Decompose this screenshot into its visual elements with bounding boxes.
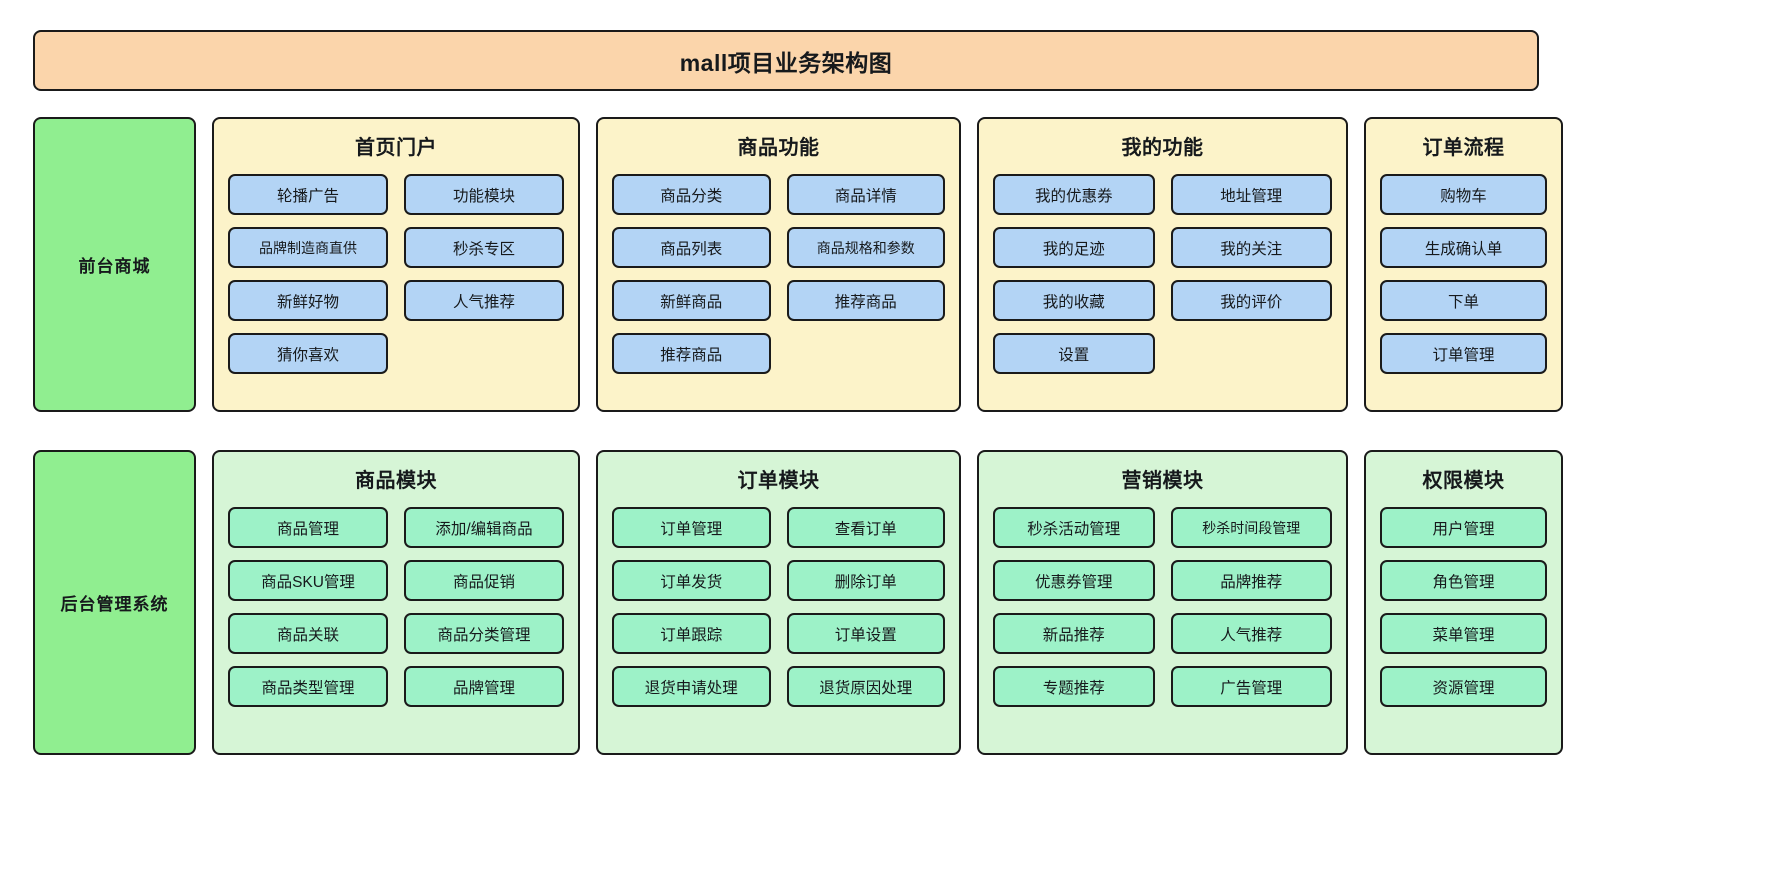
- group-product-features: 商品功能 商品分类 商品详情 商品列表 商品规格和参数 新鲜商品 推荐商品 推荐…: [596, 117, 961, 412]
- item-box[interactable]: 订单管理: [612, 507, 771, 548]
- item-box[interactable]: 商品促销: [404, 560, 564, 601]
- item-box[interactable]: 广告管理: [1170, 666, 1332, 707]
- group-title-order-module: 订单模块: [737, 470, 820, 492]
- item-box[interactable]: 添加/编辑商品: [404, 507, 564, 548]
- item-box[interactable]: 轮播广告: [228, 174, 388, 215]
- group-items-marketing-module: 秒杀活动管理 秒杀时间段管理 优惠券管理 品牌推荐 新品推荐 人气推荐 专题推荐…: [993, 507, 1332, 707]
- item-box[interactable]: 下单: [1380, 280, 1547, 321]
- item-box[interactable]: 我的关注: [1170, 227, 1332, 268]
- item-box[interactable]: 我的收藏: [993, 280, 1155, 321]
- item-box[interactable]: 品牌制造商直供: [228, 227, 388, 268]
- tier-label-frontend: 前台商城: [33, 117, 196, 412]
- item-box[interactable]: 退货原因处理: [786, 666, 945, 707]
- group-items-home-portal: 轮播广告 功能模块 品牌制造商直供 秒杀专区 新鲜好物 人气推荐 猜你喜欢: [228, 174, 564, 374]
- item-box[interactable]: 我的优惠券: [993, 174, 1155, 215]
- item-box[interactable]: 角色管理: [1380, 560, 1547, 601]
- item-box[interactable]: 专题推荐: [993, 666, 1155, 707]
- item-box[interactable]: 猜你喜欢: [228, 333, 388, 374]
- group-title-marketing-module: 营销模块: [1121, 470, 1204, 492]
- group-title-product-features: 商品功能: [737, 137, 820, 159]
- item-box[interactable]: 订单跟踪: [612, 613, 771, 654]
- group-items-product-features: 商品分类 商品详情 商品列表 商品规格和参数 新鲜商品 推荐商品 推荐商品: [612, 174, 945, 374]
- group-permission-module: 权限模块 用户管理 角色管理 菜单管理 资源管理: [1364, 450, 1563, 755]
- group-items-my-features: 我的优惠券 地址管理 我的足迹 我的关注 我的收藏 我的评价 设置: [993, 174, 1332, 374]
- item-box[interactable]: 商品规格和参数: [786, 227, 945, 268]
- item-box[interactable]: 我的评价: [1170, 280, 1332, 321]
- group-marketing-module: 营销模块 秒杀活动管理 秒杀时间段管理 优惠券管理 品牌推荐 新品推荐 人气推荐…: [977, 450, 1348, 755]
- item-box[interactable]: 生成确认单: [1380, 227, 1547, 268]
- item-box[interactable]: 推荐商品: [612, 333, 771, 374]
- group-title-order-flow: 订单流程: [1422, 137, 1505, 159]
- item-box[interactable]: 功能模块: [404, 174, 564, 215]
- item-box[interactable]: 品牌管理: [404, 666, 564, 707]
- group-order-flow: 订单流程 购物车 生成确认单 下单 订单管理: [1364, 117, 1563, 412]
- group-title-my-features: 我的功能: [1121, 137, 1204, 159]
- item-box[interactable]: 菜单管理: [1380, 613, 1547, 654]
- group-items-order-flow: 购物车 生成确认单 下单 订单管理: [1380, 174, 1547, 374]
- group-order-module: 订单模块 订单管理 查看订单 订单发货 删除订单 订单跟踪 订单设置 退货申请处…: [596, 450, 961, 755]
- group-items-product-module: 商品管理 添加/编辑商品 商品SKU管理 商品促销 商品关联 商品分类管理 商品…: [228, 507, 564, 707]
- item-box[interactable]: 资源管理: [1380, 666, 1547, 707]
- item-box[interactable]: 秒杀活动管理: [993, 507, 1155, 548]
- group-items-order-module: 订单管理 查看订单 订单发货 删除订单 订单跟踪 订单设置 退货申请处理 退货原…: [612, 507, 945, 707]
- tier-row-admin: 后台管理系统 商品模块 商品管理 添加/编辑商品 商品SKU管理 商品促销 商品…: [33, 450, 1563, 755]
- item-box[interactable]: 购物车: [1380, 174, 1547, 215]
- group-title-product-module: 商品模块: [355, 470, 437, 492]
- item-box[interactable]: 设置: [993, 333, 1155, 374]
- item-box[interactable]: 秒杀专区: [404, 227, 564, 268]
- item-box[interactable]: 品牌推荐: [1170, 560, 1332, 601]
- item-box[interactable]: 删除订单: [786, 560, 945, 601]
- group-product-module: 商品模块 商品管理 添加/编辑商品 商品SKU管理 商品促销 商品关联 商品分类…: [212, 450, 580, 755]
- item-box[interactable]: 商品分类管理: [404, 613, 564, 654]
- group-title-permission-module: 权限模块: [1422, 470, 1505, 492]
- item-box[interactable]: 退货申请处理: [612, 666, 771, 707]
- item-box[interactable]: 推荐商品: [786, 280, 945, 321]
- group-items-permission-module: 用户管理 角色管理 菜单管理 资源管理: [1380, 507, 1547, 707]
- item-box[interactable]: 查看订单: [786, 507, 945, 548]
- tier-row-frontend: 前台商城 首页门户 轮播广告 功能模块 品牌制造商直供 秒杀专区 新鲜好物 人气…: [33, 117, 1563, 412]
- group-title-home-portal: 首页门户: [355, 137, 437, 159]
- item-box[interactable]: 优惠券管理: [993, 560, 1155, 601]
- item-box[interactable]: 商品详情: [786, 174, 945, 215]
- item-box[interactable]: 商品类型管理: [228, 666, 388, 707]
- item-box[interactable]: 秒杀时间段管理: [1170, 507, 1332, 548]
- item-box[interactable]: 订单发货: [612, 560, 771, 601]
- item-box[interactable]: 新品推荐: [993, 613, 1155, 654]
- item-box[interactable]: 商品列表: [612, 227, 771, 268]
- diagram-title: mall项目业务架构图: [33, 30, 1539, 91]
- item-box[interactable]: 我的足迹: [993, 227, 1155, 268]
- item-box[interactable]: 商品SKU管理: [228, 560, 388, 601]
- item-box[interactable]: 人气推荐: [404, 280, 564, 321]
- item-box[interactable]: 订单设置: [786, 613, 945, 654]
- item-box[interactable]: 商品管理: [228, 507, 388, 548]
- item-box[interactable]: 商品分类: [612, 174, 771, 215]
- item-box[interactable]: 商品关联: [228, 613, 388, 654]
- tier-label-admin: 后台管理系统: [33, 450, 196, 755]
- group-my-features: 我的功能 我的优惠券 地址管理 我的足迹 我的关注 我的收藏 我的评价 设置: [977, 117, 1348, 412]
- item-box[interactable]: 新鲜商品: [612, 280, 771, 321]
- item-box[interactable]: 人气推荐: [1170, 613, 1332, 654]
- item-box[interactable]: 用户管理: [1380, 507, 1547, 548]
- group-home-portal: 首页门户 轮播广告 功能模块 品牌制造商直供 秒杀专区 新鲜好物 人气推荐 猜你…: [212, 117, 580, 412]
- item-box[interactable]: 订单管理: [1380, 333, 1547, 374]
- item-box[interactable]: 地址管理: [1170, 174, 1332, 215]
- item-box[interactable]: 新鲜好物: [228, 280, 388, 321]
